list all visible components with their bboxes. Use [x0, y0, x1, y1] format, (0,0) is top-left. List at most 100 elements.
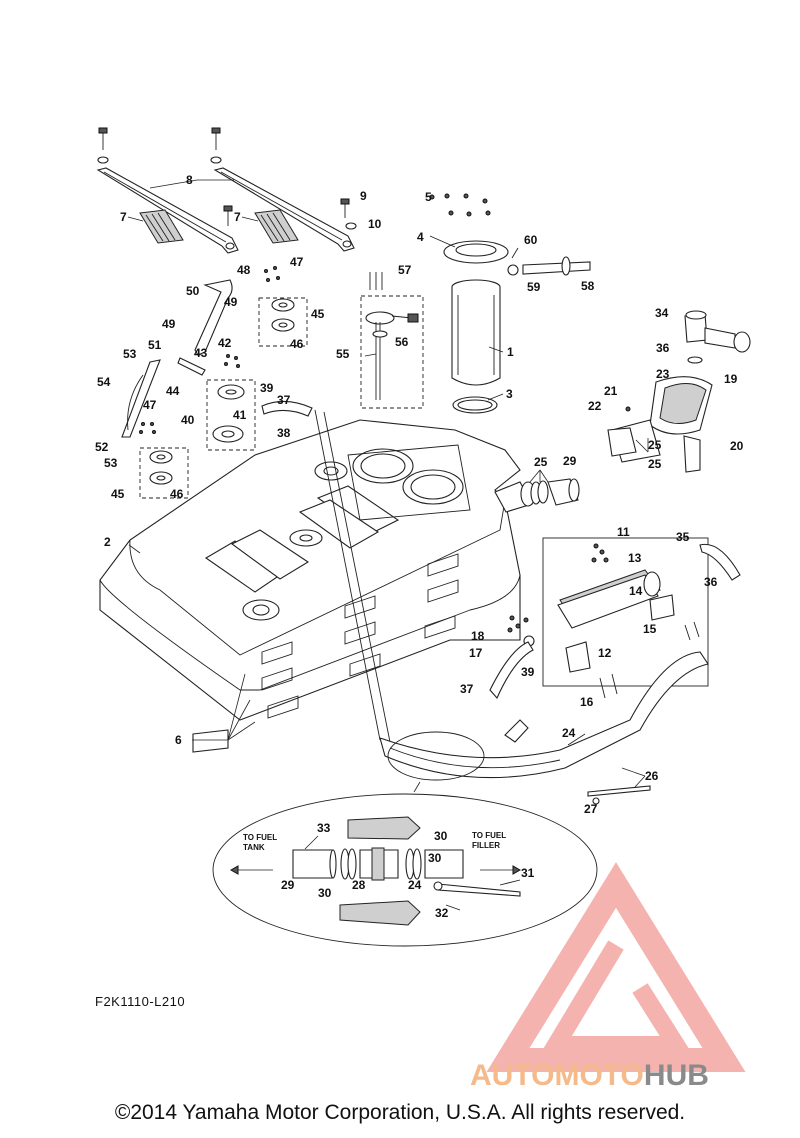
callout-30-b: 30: [318, 886, 332, 900]
callout-13: 13: [628, 551, 642, 565]
strap-bolts: [97, 127, 357, 230]
strap-pad-left: [139, 209, 184, 244]
callout-36-a: 36: [656, 341, 670, 355]
callout-55: 55: [336, 347, 350, 361]
callout-38: 38: [277, 426, 291, 440]
callout-28: 28: [352, 878, 366, 892]
callout-57: 57: [398, 263, 412, 277]
callout-45-a: 45: [311, 307, 325, 321]
filler-hose: [379, 651, 709, 779]
callout-56: 56: [395, 335, 409, 349]
callout-26: 26: [645, 769, 659, 783]
callout-39-b: 39: [521, 665, 535, 679]
callout-7-right: 7: [234, 210, 241, 224]
to-fuel-tank-line1: TO FUEL: [243, 833, 277, 842]
callout-45-b: 45: [111, 487, 125, 501]
callout-47-b: 47: [143, 398, 157, 412]
callout-10: 10: [368, 217, 382, 231]
callout-2: 2: [104, 535, 111, 549]
hose-clamp-band: [587, 785, 651, 805]
filler-cap-assembly: [607, 310, 751, 473]
callout-1: 1: [507, 345, 514, 359]
strap-right: [213, 167, 355, 252]
strap-left: [96, 167, 239, 254]
callout-29-detail: 29: [281, 878, 295, 892]
callout-27: 27: [584, 802, 598, 816]
to-fuel-filler-line2: FILLER: [472, 841, 500, 850]
callout-46-b: 46: [170, 487, 184, 501]
to-fuel-tank-line2: TANK: [243, 843, 265, 852]
callout-34: 34: [655, 306, 669, 320]
callout-21: 21: [604, 384, 618, 398]
callout-58: 58: [581, 279, 595, 293]
callout-3: 3: [506, 387, 513, 401]
callout-8: 8: [186, 173, 193, 187]
callout-36-b: 36: [704, 575, 718, 589]
callout-48: 48: [237, 263, 251, 277]
coupler-detail-view: [212, 793, 598, 947]
callout-43: 43: [194, 346, 208, 360]
callout-6: 6: [175, 733, 182, 747]
callout-23: 23: [656, 367, 670, 381]
filler-hose-stub: [494, 478, 580, 513]
callout-25-a: 25: [534, 455, 548, 469]
callout-17: 17: [469, 646, 483, 660]
callout-15: 15: [643, 622, 657, 636]
callout-24-detail: 24: [408, 878, 422, 892]
callout-16: 16: [580, 695, 594, 709]
callout-37-b: 37: [460, 682, 474, 696]
drain-bolt: [507, 247, 591, 276]
callout-22: 22: [588, 399, 602, 413]
strap-pad-right: [254, 209, 299, 244]
callout-5: 5: [425, 190, 432, 204]
callout-60: 60: [524, 233, 538, 247]
callout-44: 44: [166, 384, 180, 398]
callout-25-b: 25: [648, 457, 662, 471]
callout-46-a: 46: [290, 337, 304, 351]
callout-30-c: 30: [428, 851, 442, 865]
direction-annotations: TO FUEL TANK TO FUEL FILLER: [243, 831, 506, 852]
fuel-gauge-assembly: [360, 272, 424, 409]
callout-53-a: 53: [123, 347, 137, 361]
callout-18: 18: [471, 629, 485, 643]
callout-40: 40: [181, 413, 195, 427]
callout-47-a: 47: [290, 255, 304, 269]
callout-49-b: 49: [162, 317, 176, 331]
callout-19: 19: [724, 372, 738, 386]
callout-54: 54: [97, 375, 111, 389]
detail-magnifier: [387, 731, 485, 781]
diagram-code: F2K1110-L210: [95, 994, 186, 1009]
callout-39-a: 39: [260, 381, 274, 395]
callout-12: 12: [598, 646, 612, 660]
callout-50: 50: [186, 284, 200, 298]
callout-59: 59: [527, 280, 541, 294]
callout-51: 51: [148, 338, 162, 352]
callout-49-a: 49: [224, 295, 238, 309]
callout-9: 9: [360, 189, 367, 203]
callout-29: 29: [563, 454, 577, 468]
callout-20: 20: [730, 439, 744, 453]
callout-37-a: 37: [277, 393, 291, 407]
callout-labels: 1 2 3 4 5 6 7 7 8 9 10 11 12 13 14 15 16…: [95, 173, 744, 920]
callout-24: 24: [562, 726, 576, 740]
callout-30-a: 30: [434, 829, 448, 843]
callout-32: 32: [435, 906, 449, 920]
to-fuel-filler-line1: TO FUEL: [472, 831, 506, 840]
copyright-notice: ©2014 Yamaha Motor Corporation, U.S.A. A…: [114, 1101, 686, 1124]
left-strap-hardware: [121, 266, 308, 499]
callout-14: 14: [629, 584, 643, 598]
charcoal-canister: [507, 537, 709, 699]
callout-52: 52: [95, 440, 109, 454]
callout-53-b: 53: [104, 456, 118, 470]
callout-11: 11: [617, 525, 630, 539]
lower-vent-hose: [489, 543, 741, 700]
callout-25-c: 25: [648, 438, 662, 452]
fuel-tank: [99, 419, 521, 721]
callout-7-left: 7: [120, 210, 127, 224]
vent-hose-upper: [261, 400, 391, 743]
fuel-sender-unit: [429, 193, 509, 414]
callout-leaders: [127, 179, 649, 850]
callout-42: 42: [218, 336, 232, 350]
callout-31: 31: [521, 866, 535, 880]
